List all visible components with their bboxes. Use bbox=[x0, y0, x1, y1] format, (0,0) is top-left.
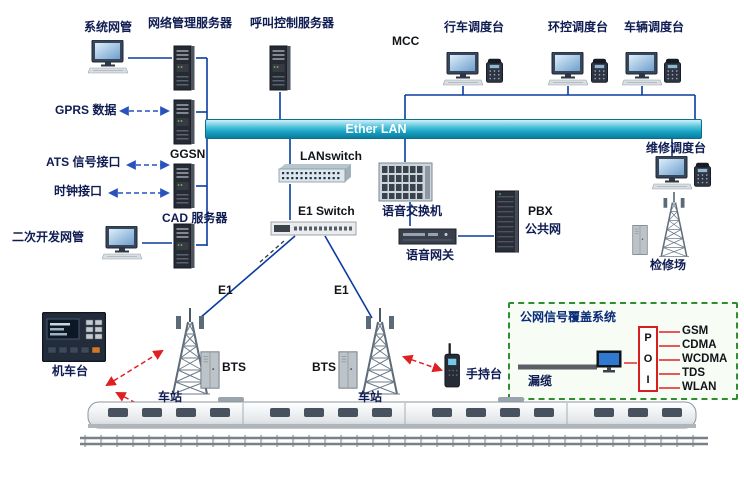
server-icon-call-control bbox=[269, 45, 291, 91]
label-clock-interface: 时钟接口 bbox=[54, 184, 103, 198]
label-service-cdma: CDMA bbox=[682, 339, 717, 351]
label-station-left: 车站 bbox=[158, 390, 183, 404]
voice-switch-icon bbox=[378, 162, 433, 202]
computer-icon-vehicle-dispatch bbox=[622, 52, 662, 86]
label-cad-server: CAD 服务器 bbox=[162, 211, 228, 225]
label-ats-interface: ATS 信号接口 bbox=[46, 155, 121, 169]
interface-arrows bbox=[108, 106, 170, 198]
label-voice-gateway: 语音网关 bbox=[406, 248, 455, 262]
label-system-nms: 系统网管 bbox=[84, 20, 133, 34]
label-bts-right: BTS bbox=[312, 360, 336, 374]
ether-lan-bus: Ether LAN bbox=[205, 119, 702, 139]
repeater-monitor-icon bbox=[596, 350, 622, 373]
antenna-tower-icon-depot bbox=[658, 192, 690, 258]
label-service-gsm: GSM bbox=[682, 325, 709, 337]
voice-gateway-icon bbox=[398, 228, 457, 245]
computer-icon-secondary-dev bbox=[102, 226, 142, 260]
label-maintenance-depot: 检修场 bbox=[650, 258, 687, 272]
server-icon-cad bbox=[173, 163, 195, 209]
computer-icon-system-nms bbox=[88, 40, 128, 74]
phone-icon-vehicle-dispatch bbox=[664, 58, 681, 83]
label-service-tds: TDS bbox=[682, 367, 705, 379]
label-service-wcdma: WCDMA bbox=[682, 353, 728, 365]
label-public-network: 公共网 bbox=[525, 222, 562, 236]
label-handheld: 手持台 bbox=[466, 367, 503, 381]
label-train-dispatch: 行车调度台 bbox=[444, 20, 505, 34]
antenna-tower-icon-right bbox=[359, 308, 401, 395]
label-bts-left: BTS bbox=[222, 360, 246, 374]
phone-icon-env-dispatch bbox=[591, 58, 608, 83]
label-e1-switch: E1 Switch bbox=[298, 204, 355, 218]
poi-letter-o: O bbox=[643, 352, 653, 365]
pbx-icon bbox=[495, 190, 519, 253]
phone-icon-maintenance-dispatch bbox=[694, 162, 711, 187]
server-icon-network-mgmt bbox=[173, 45, 195, 91]
label-env-dispatch: 环控调度台 bbox=[548, 20, 609, 34]
label-secondary-dev-nms: 二次开发网管 bbox=[12, 230, 85, 244]
label-coverage-title: 公网信号覆盖系统 bbox=[520, 310, 617, 324]
e1-spare-dashed-link bbox=[258, 240, 285, 264]
train-icon bbox=[78, 395, 710, 448]
poi-feed-lines bbox=[624, 331, 680, 389]
label-gprs-data: GPRS 数据 bbox=[55, 103, 117, 117]
label-voice-switch: 语音交换机 bbox=[382, 204, 443, 218]
computer-icon-train-dispatch bbox=[443, 52, 483, 86]
depot-cabinet-icon bbox=[632, 225, 648, 255]
label-vehicle-dispatch: 车辆调度台 bbox=[624, 20, 685, 34]
poi-letter-p: P bbox=[644, 332, 652, 345]
bts-cabinet-icon-right bbox=[338, 351, 358, 389]
label-leaky-cable: 漏缆 bbox=[528, 374, 553, 388]
computer-icon-maintenance-dispatch bbox=[652, 156, 692, 190]
label-pbx: PBX bbox=[528, 204, 553, 218]
label-network-mgmt-server: 网络管理服务器 bbox=[148, 16, 233, 30]
coverage-system-box bbox=[508, 302, 738, 400]
computer-icon-env-dispatch bbox=[548, 52, 588, 86]
label-ggsn: GGSN bbox=[170, 147, 206, 161]
network-lines bbox=[128, 57, 696, 319]
locomotive-radio-icon bbox=[42, 312, 106, 362]
server-icon-secondary-dev bbox=[173, 223, 195, 269]
label-mcc: MCC bbox=[392, 34, 420, 48]
label-e1-right: E1 bbox=[334, 283, 349, 297]
server-icon-ggsn bbox=[173, 99, 195, 145]
label-e1-left: E1 bbox=[218, 283, 233, 297]
ether-lan-label: Ether LAN bbox=[345, 122, 407, 136]
label-maintenance-dispatch: 维修调度台 bbox=[646, 141, 707, 155]
poi-unit: P O I bbox=[638, 326, 658, 392]
phone-icon-train-dispatch bbox=[486, 58, 503, 83]
lanswitch-icon bbox=[278, 164, 352, 183]
label-station-right: 车站 bbox=[358, 390, 383, 404]
label-lanswitch: LANswitch bbox=[300, 149, 363, 163]
handheld-radio-icon bbox=[444, 342, 460, 388]
poi-letter-i: I bbox=[646, 373, 650, 386]
bts-cabinet-icon-left bbox=[200, 351, 220, 389]
label-locomotive-station: 机车台 bbox=[52, 364, 89, 378]
e1-switch-icon bbox=[270, 221, 357, 236]
label-call-control-server: 呼叫控制服务器 bbox=[250, 16, 335, 30]
label-service-wlan: WLAN bbox=[682, 381, 717, 393]
